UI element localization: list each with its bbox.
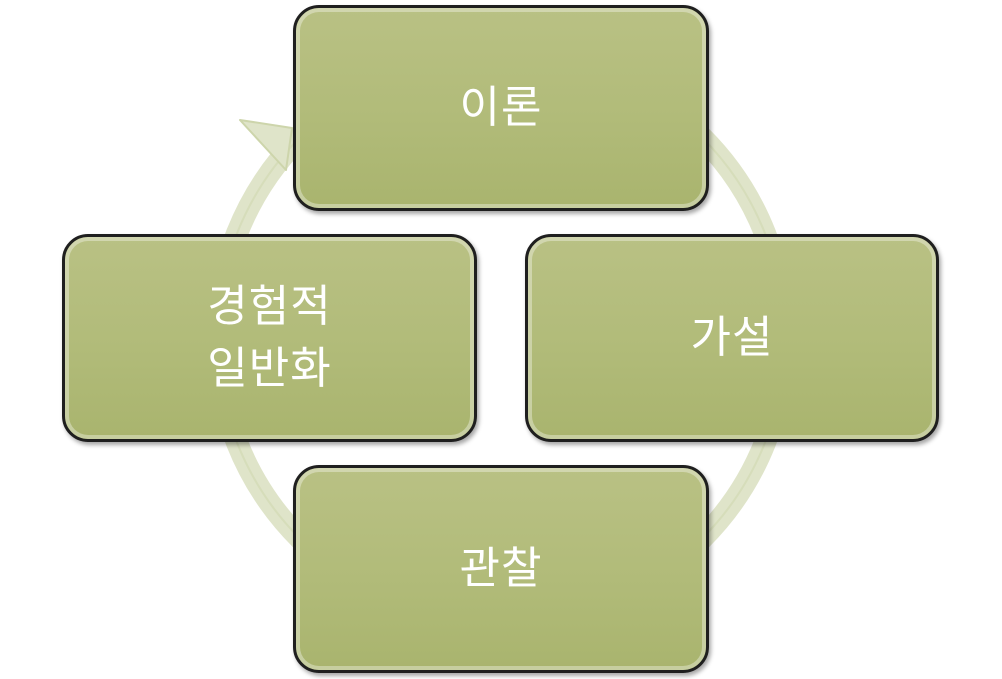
node-empirical-generalization-line2: 일반화 [207, 343, 332, 394]
node-observation-label: 관찰 [459, 542, 543, 594]
node-hypothesis: 가설 [525, 234, 939, 442]
node-theory: 이론 [293, 5, 709, 211]
node-empirical-generalization-line1: 경험적 [207, 280, 332, 332]
node-hypothesis-label: 가설 [690, 311, 774, 363]
arrow-head-icon [239, 119, 293, 171]
node-theory-label: 이론 [459, 81, 543, 133]
node-empirical-generalization: 경험적 일반화 [62, 234, 477, 442]
node-observation: 관찰 [293, 465, 709, 673]
node-empirical-generalization-label: 경험적 일반화 [207, 276, 331, 401]
